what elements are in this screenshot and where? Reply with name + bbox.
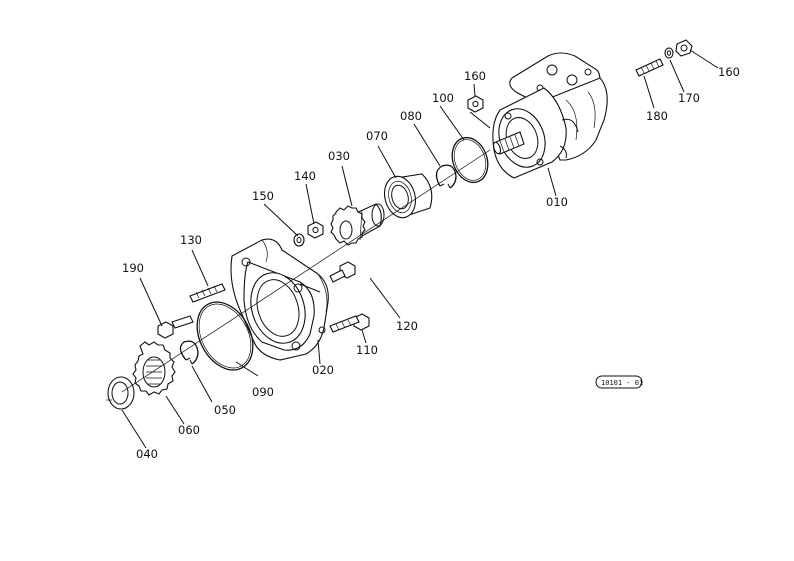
reference-code-tag: 10101 - 01 [595, 375, 643, 389]
drive-gear-030 [330, 203, 385, 246]
reference-code-text: 10101 - 01 [601, 379, 643, 387]
label-190: 190 [122, 261, 144, 275]
label-130: 130 [180, 233, 202, 247]
pump-body-010 [492, 52, 608, 179]
nut-160-right [675, 39, 693, 57]
collar-040 [106, 376, 135, 410]
nut-140 [307, 221, 324, 239]
stud-130 [189, 283, 226, 303]
label-060: 060 [178, 423, 200, 437]
snap-ring-080 [435, 164, 457, 189]
assembly-axis-line [121, 149, 491, 393]
label-040: 040 [136, 447, 158, 461]
bolt-120 [329, 261, 356, 283]
leader-lines [121, 49, 719, 449]
label-170: 170 [678, 91, 700, 105]
o-ring-100 [451, 136, 489, 184]
bolt-190 [157, 315, 194, 339]
label-030: 030 [328, 149, 350, 163]
bearing-070 [383, 173, 433, 219]
washer-170 [664, 47, 674, 59]
label-020: 020 [312, 363, 334, 377]
gear-060 [132, 341, 176, 396]
label-100: 100 [432, 91, 454, 105]
o-ring-090 [196, 301, 254, 371]
label-180: 180 [646, 109, 668, 123]
label-120: 120 [396, 319, 418, 333]
label-090: 090 [252, 385, 274, 399]
label-160-top: 160 [464, 69, 486, 83]
adapter-housing-020 [230, 238, 329, 361]
label-070: 070 [366, 129, 388, 143]
label-080: 080 [400, 109, 422, 123]
stud-180 [635, 58, 664, 77]
washer-150 [293, 233, 305, 247]
label-140: 140 [294, 169, 316, 183]
snap-ring-050 [179, 340, 199, 365]
label-010: 010 [546, 195, 568, 209]
bolt-110 [329, 313, 370, 333]
label-150: 150 [252, 189, 274, 203]
label-110: 110 [356, 343, 378, 357]
label-050: 050 [214, 403, 236, 417]
nut-160-top [467, 95, 484, 113]
label-160-right: 160 [718, 65, 740, 79]
